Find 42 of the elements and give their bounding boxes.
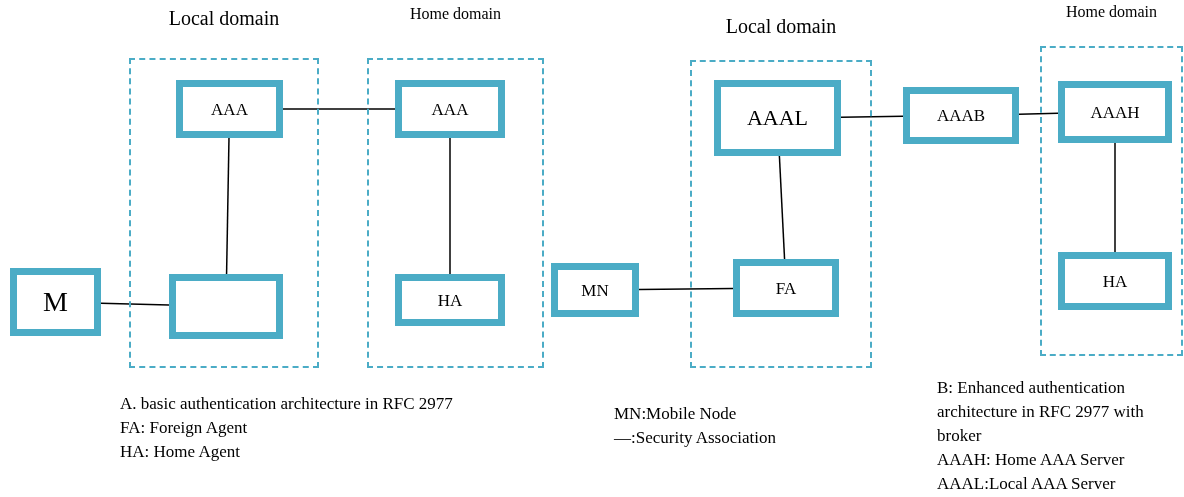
empty-box: [169, 274, 283, 339]
connector-line: [100, 302, 170, 306]
entity-box: [1058, 81, 1172, 143]
entity-box: [395, 274, 505, 326]
connector-line: [1114, 142, 1116, 253]
entity-box: [1058, 252, 1172, 310]
note-text: AAAH: Home AAA Server: [937, 449, 1125, 471]
entity-box: [395, 80, 505, 138]
note-text: A. basic authentication architecture in RFC 2977: [120, 393, 453, 415]
connector-line: [449, 137, 451, 275]
note-text: HA: Home Agent: [120, 441, 240, 463]
entity-box: [903, 87, 1019, 144]
node-label: AAA: [211, 100, 248, 118]
connector-line: [1018, 112, 1059, 115]
connector-line: [282, 108, 396, 110]
domain-heading: Local domain: [168, 8, 280, 28]
connector-line: [638, 287, 734, 291]
entity-box: [176, 80, 283, 138]
connector-line: [840, 115, 904, 118]
note-text: MN:Mobile Node: [614, 403, 737, 425]
domain-heading: Home domain: [1065, 4, 1158, 20]
domain-heading: Local domain: [725, 16, 837, 36]
entity-box: [551, 263, 639, 317]
entity-box: [714, 80, 841, 156]
note-text: B: Enhanced authentication architecture in RFC 2977 with broker: [937, 377, 1145, 447]
node-label: AAAH: [1090, 103, 1140, 121]
note-text: —:Security Association: [614, 427, 776, 449]
node-label: AAAB: [936, 107, 986, 124]
node-label: HA: [1102, 272, 1128, 290]
entity-box: [10, 268, 101, 336]
connector-line: [225, 137, 230, 275]
note-text: FA: Foreign Agent: [120, 417, 248, 439]
node-label: AAA: [431, 100, 469, 118]
connector-line: [778, 155, 786, 260]
node-label: M: [43, 288, 68, 316]
note-text: AAAL:Local AAA Server: [937, 473, 1116, 495]
node-label: HA: [437, 291, 463, 309]
node-label: AAAL: [746, 107, 809, 129]
node-label: MN: [581, 281, 609, 299]
entity-box: [733, 259, 839, 317]
domain-heading: Home domain: [409, 6, 502, 22]
node-label: FA: [775, 279, 797, 297]
